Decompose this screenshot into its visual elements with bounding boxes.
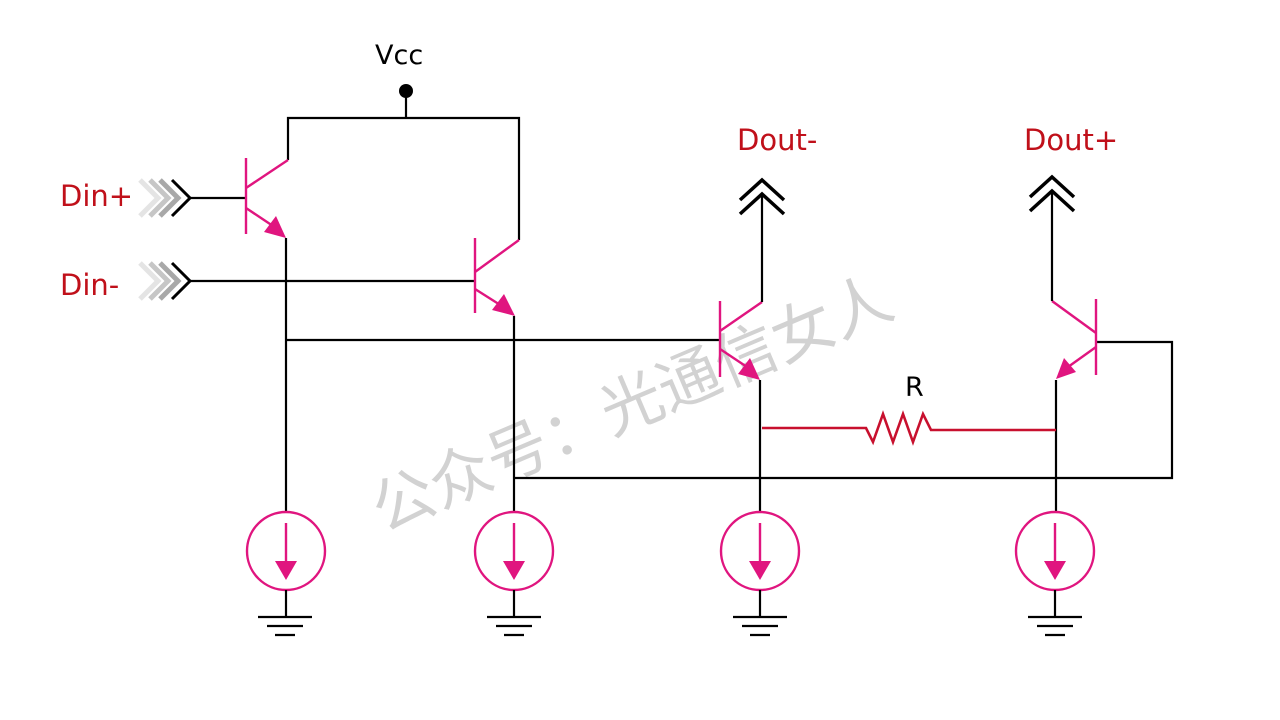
resistor-r <box>762 410 1056 446</box>
din-minus-label: Din- <box>60 268 119 302</box>
transistor-din-plus <box>244 158 289 238</box>
transistor-dout-minus <box>718 301 763 380</box>
vcc-label: Vcc <box>375 40 423 71</box>
ground-icon-4 <box>1028 615 1082 637</box>
transistor-dout-plus <box>1051 299 1098 379</box>
t2-to-t4-base-wire <box>514 340 1174 480</box>
current-source-1 <box>245 510 327 617</box>
current-source-2 <box>473 510 555 617</box>
current-source-3 <box>719 510 801 617</box>
dout-plus-label: Dout+ <box>1024 123 1118 157</box>
dout-minus-arrow-icon <box>738 177 786 216</box>
ground-icon-3 <box>733 615 787 637</box>
din-plus-label: Din+ <box>60 179 133 213</box>
din-plus-connector-icon <box>138 178 193 218</box>
transistor-din-minus <box>473 238 520 316</box>
resistor-label: R <box>905 372 924 403</box>
vcc-rail <box>286 116 521 240</box>
dout-minus-label: Dout- <box>737 123 817 157</box>
ground-icon-1 <box>258 615 312 637</box>
current-source-4 <box>1014 510 1096 617</box>
din-minus-connector-icon <box>138 261 193 301</box>
dout-plus-arrow-icon <box>1028 174 1076 213</box>
watermark: 公众号：光通信女人 <box>361 261 903 546</box>
ground-icon-2 <box>487 615 541 637</box>
